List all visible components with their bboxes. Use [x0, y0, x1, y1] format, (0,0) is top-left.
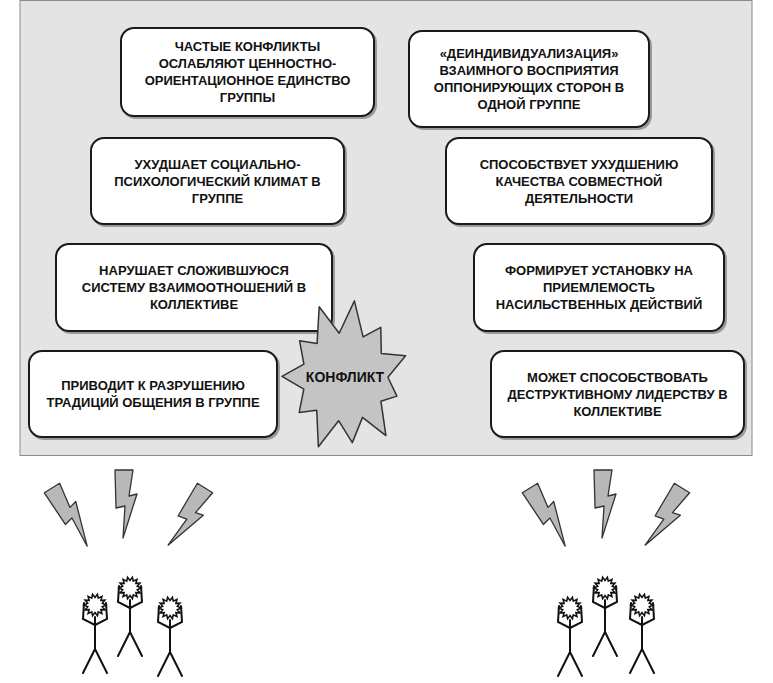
box-text: СПОСОБСТВУЕТ УХУДШЕНИЮ КАЧЕСТВА СОВМЕСТН… [459, 156, 699, 207]
box-text: ПРИВОДИТ К РАЗРУШЕНИЮ ТРАДИЦИЙ ОБЩЕНИЯ В… [42, 377, 264, 411]
effect-box: НАРУШАЕТ СЛОЖИВШУЮСЯ СИСТЕМУ ВЗАИМООТНОШ… [55, 243, 333, 332]
effect-box: ЧАСТЫЕ КОНФЛИКТЫ ОСЛАБЛЯЮТ ЦЕННОСТНО-ОРИ… [120, 27, 375, 117]
center-label: КОНФЛИКТ [306, 369, 384, 385]
effect-box: ФОРМИРУЕТ УСТАНОВКУ НА ПРИЕМЛЕМОСТЬ НАСИ… [473, 243, 725, 332]
stick-figures [83, 577, 654, 676]
box-text: «ДЕИНДИВИДУАЛИЗАЦИЯ» ВЗАИМНОГО ВОСПРИЯТИ… [422, 45, 636, 113]
background-panel [20, 1, 752, 456]
box-text: ФОРМИРУЕТ УСТАНОВКУ НА ПРИЕМЛЕМОСТЬ НАСИ… [487, 262, 711, 313]
effect-box: СПОСОБСТВУЕТ УХУДШЕНИЮ КАЧЕСТВА СОВМЕСТН… [445, 137, 713, 225]
box-text: НАРУШАЕТ СЛОЖИВШУЮСЯ СИСТЕМУ ВЗАИМООТНОШ… [69, 262, 319, 313]
lightning-bolts [44, 470, 693, 553]
box-text: ЧАСТЫЕ КОНФЛИКТЫ ОСЛАБЛЯЮТ ЦЕННОСТНО-ОРИ… [134, 38, 361, 106]
conflict-starburst: КОНФЛИКТ [280, 298, 410, 456]
box-text: УХУДШАЕТ СОЦИАЛЬНО-ПСИХОЛОГИЧЕСКИЙ КЛИМА… [104, 156, 331, 207]
effect-box: ПРИВОДИТ К РАЗРУШЕНИЮ ТРАДИЦИЙ ОБЩЕНИЯ В… [28, 350, 278, 438]
box-text: МОЖЕТ СПОСОБСТВОВАТЬ ДЕСТРУКТИВНОМУ ЛИДЕ… [504, 369, 731, 420]
effect-box: «ДЕИНДИВИДУАЛИЗАЦИЯ» ВЗАИМНОГО ВОСПРИЯТИ… [408, 30, 650, 128]
effect-box: УХУДШАЕТ СОЦИАЛЬНО-ПСИХОЛОГИЧЕСКИЙ КЛИМА… [90, 137, 345, 225]
effect-box: МОЖЕТ СПОСОБСТВОВАТЬ ДЕСТРУКТИВНОМУ ЛИДЕ… [490, 350, 745, 438]
